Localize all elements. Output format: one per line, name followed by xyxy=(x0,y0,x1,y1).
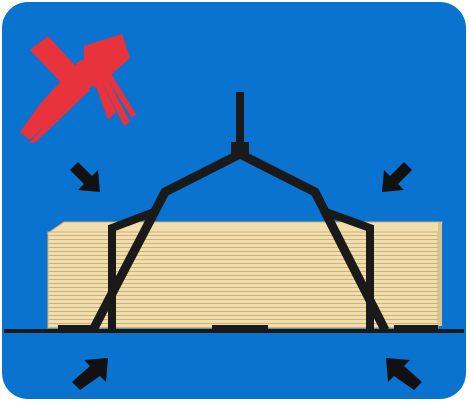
ground-line xyxy=(4,325,464,333)
arrow-bottom-right-icon xyxy=(386,358,422,390)
prohibition-x-icon xyxy=(20,34,136,144)
arrow-top-right-icon xyxy=(382,162,412,192)
lifting-sling-icon xyxy=(89,92,390,333)
arrow-bottom-left-icon xyxy=(72,358,108,390)
arrow-top-left-icon xyxy=(70,162,100,192)
